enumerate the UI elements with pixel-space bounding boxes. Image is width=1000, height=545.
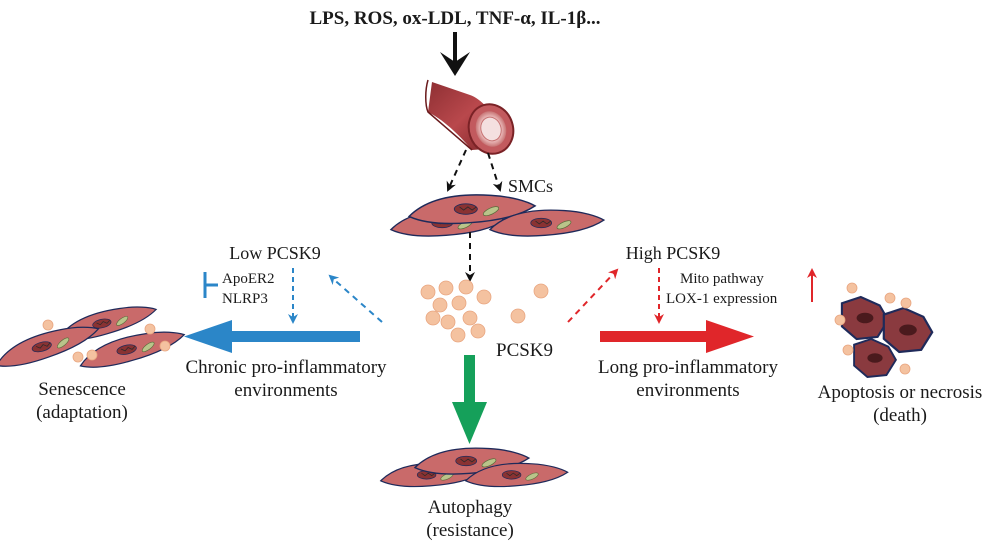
bottom-outcome-line-2: (resistance)	[426, 520, 514, 541]
pcsk9-particles	[420, 279, 549, 343]
right-outcome-line-1: Apoptosis or necrosis	[818, 382, 983, 403]
low-pcsk9-dashed-arrow	[328, 274, 383, 323]
senescent-cells	[0, 300, 188, 373]
right-big-arrow	[600, 320, 754, 353]
low-pcsk9-label: Low PCSK9	[229, 243, 321, 263]
bottom-outcome-line-1: Autophagy	[428, 497, 513, 518]
inhibit-bar-icon	[203, 272, 218, 298]
left-outcome-line-1: Senescence	[38, 379, 126, 400]
right-environment-line-2: environments	[636, 380, 739, 401]
pathway-item-2: LOX-1 expression	[666, 291, 778, 307]
down-big-arrow	[452, 355, 487, 444]
stimuli-arrow	[440, 32, 470, 76]
left-environment-line-2: environments	[234, 380, 337, 401]
vessel-to-smc-arrow-left	[446, 149, 467, 192]
left-big-arrow	[184, 320, 360, 353]
vessel-to-smc-arrow-right	[487, 152, 503, 192]
smc-cluster-top	[390, 194, 605, 237]
pathway-item-1: Mito pathway	[680, 271, 764, 287]
high-pcsk9-dashed-arrow	[567, 268, 619, 323]
left-environment-line-1: Chronic pro-inflammatory	[185, 357, 387, 378]
right-environment-line-1: Long pro-inflammatory	[598, 357, 778, 378]
pcsk9-label: PCSK9	[496, 340, 553, 361]
left-outcome-line-2: (adaptation)	[36, 402, 128, 423]
dead-cells	[834, 282, 934, 378]
stimuli-text: LPS, ROS, ox-LDL, TNF-α, IL-1β...	[309, 8, 600, 29]
inhibit-item-2: NLRP3	[222, 291, 268, 307]
inhibit-item-1: ApoER2	[222, 271, 275, 287]
right-outcome-line-2: (death)	[873, 405, 927, 426]
blood-vessel-icon	[425, 79, 515, 155]
autophagy-cells	[380, 447, 569, 488]
high-pcsk9-label: High PCSK9	[626, 243, 721, 263]
smc-label: SMCs	[508, 176, 553, 196]
